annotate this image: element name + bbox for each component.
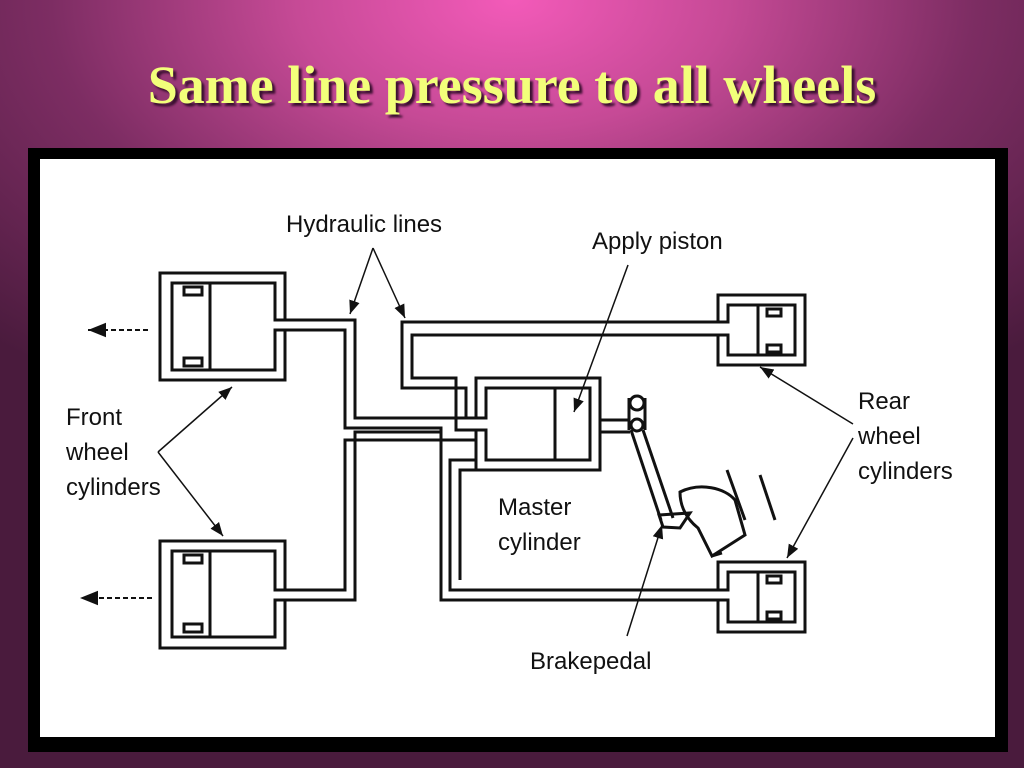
front-wheel-cylinder-bottom xyxy=(158,539,287,650)
label-rear-wheel-cylinders: Rear wheel cylinders xyxy=(858,384,953,489)
label-apply-piston: Apply piston xyxy=(592,228,723,255)
label-rear-line-3: cylinders xyxy=(858,458,953,485)
label-front-line-2: wheel xyxy=(66,439,129,466)
hydraulic-line-front xyxy=(285,318,476,602)
label-front-wheel-cylinders: Front wheel cylinders xyxy=(66,400,161,505)
rear-wheel-cylinder-top xyxy=(716,293,807,367)
master-cylinder xyxy=(474,376,647,472)
label-master-line-2: cylinder xyxy=(498,529,581,556)
label-master-cylinder: Master cylinder xyxy=(498,490,581,560)
slide-title: Same line pressure to all wheels xyxy=(147,55,877,115)
callout-leaders xyxy=(157,247,854,637)
hydraulic-line-rear-top xyxy=(400,320,718,432)
label-rear-line-2: wheel xyxy=(858,423,921,450)
rear-wheel-cylinder-bottom xyxy=(716,560,807,634)
label-brakepedal: Brakepedal xyxy=(530,648,652,675)
label-front-line-3: cylinders xyxy=(66,474,161,501)
label-master-line-1: Master xyxy=(498,494,572,521)
front-motion-arrows xyxy=(80,322,152,606)
brake-pedal xyxy=(629,429,777,559)
label-rear-line-1: Rear xyxy=(858,388,911,415)
label-front-line-1: Front xyxy=(66,404,123,431)
hydraulic-line-rear-bottom xyxy=(439,440,718,602)
front-wheel-cylinder-top xyxy=(158,271,287,382)
label-hydraulic-lines: Hydraulic lines xyxy=(286,211,443,238)
diagram-panel xyxy=(40,159,995,737)
